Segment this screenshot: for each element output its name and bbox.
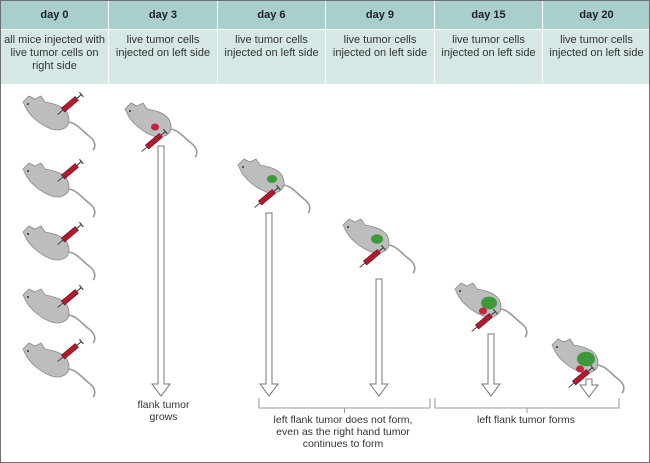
label-flank-grows: flank tumor grows: [137, 399, 190, 423]
mouse-icon: [124, 102, 198, 158]
day-description: live tumor cells injected on left side: [109, 29, 218, 84]
green-tumor: [577, 351, 595, 367]
label-forms: left flank tumor forms: [476, 414, 576, 426]
day-description: live tumor cells injected on left side: [543, 29, 649, 84]
arrow-day20: [579, 378, 599, 398]
syringe-icon: [57, 158, 84, 182]
mouse-body: [22, 288, 70, 324]
mouse-eye: [459, 290, 461, 292]
arrow-day15: [481, 333, 501, 397]
mouse-icon: [342, 218, 416, 274]
mouse-icon: [22, 221, 96, 281]
mouse-tail: [494, 307, 528, 338]
mouse-tail: [62, 250, 96, 281]
mouse-tail: [62, 187, 96, 218]
mouse-body: [22, 162, 70, 198]
bracket-forms: [434, 398, 620, 413]
syringe-icon: [254, 184, 281, 208]
mouse-eye: [27, 350, 29, 352]
mouse-icon: [551, 338, 625, 394]
mouse-tail: [62, 120, 96, 151]
mouse-body: [22, 225, 70, 261]
syringe-icon: [57, 338, 84, 362]
mouse-icon: [22, 338, 96, 398]
mouse-tail: [62, 313, 96, 344]
mouse-eye: [347, 226, 349, 228]
syringe-icon: [141, 128, 168, 152]
mouse-tail: [164, 127, 198, 158]
day-header: day 6: [218, 1, 326, 29]
syringe-icon: [359, 244, 386, 268]
mouse-eye: [27, 103, 29, 105]
mouse-eye: [27, 170, 29, 172]
red-tumor: [151, 123, 159, 131]
green-tumor: [267, 175, 277, 183]
mouse-eye: [129, 110, 131, 112]
day-header: day 0: [1, 1, 109, 29]
syringe-icon: [57, 91, 84, 115]
syringe-icon: [471, 308, 498, 332]
mouse-icon: [237, 158, 311, 214]
mouse-tail: [591, 363, 625, 394]
mouse-body: [237, 158, 285, 194]
mouse-eye: [556, 346, 558, 348]
green-tumor: [371, 234, 383, 244]
mouse-icon: [22, 91, 96, 151]
syringe-icon: [57, 221, 84, 245]
mouse-body: [22, 342, 70, 378]
mouse-tail: [62, 367, 96, 398]
mouse-body: [22, 95, 70, 131]
day-header: day 9: [326, 1, 435, 29]
mouse-icon: [22, 284, 96, 344]
arrow-day6: [259, 212, 279, 397]
mouse-eye: [27, 233, 29, 235]
arrow-day3: [151, 145, 171, 397]
mouse-body: [342, 218, 390, 254]
mouse-tail: [277, 183, 311, 214]
red-tumor: [479, 307, 487, 315]
mouse-tail: [382, 243, 416, 274]
syringe-icon: [568, 364, 595, 388]
mouse-body: [124, 102, 172, 138]
day-description: live tumor cells injected on left side: [326, 29, 435, 84]
day-header: day 20: [543, 1, 649, 29]
syringe-icon: [57, 284, 84, 308]
day-description: live tumor cells injected on left side: [218, 29, 326, 84]
arrow-day9: [369, 278, 389, 397]
mouse-icon: [22, 158, 96, 218]
day-header: day 3: [109, 1, 218, 29]
green-tumor: [481, 296, 497, 310]
bracket-no-form: [258, 398, 431, 413]
day-description: live tumor cells injected on left side: [435, 29, 543, 84]
day-description: all mice injected with live tumor cells …: [1, 29, 109, 84]
mouse-icon: [454, 282, 528, 338]
mouse-eye: [242, 166, 244, 168]
red-tumor: [576, 365, 584, 373]
mouse-eye: [27, 296, 29, 298]
day-header: day 15: [435, 1, 543, 29]
label-does-not-form: left flank tumor does not form, even as …: [273, 414, 413, 450]
